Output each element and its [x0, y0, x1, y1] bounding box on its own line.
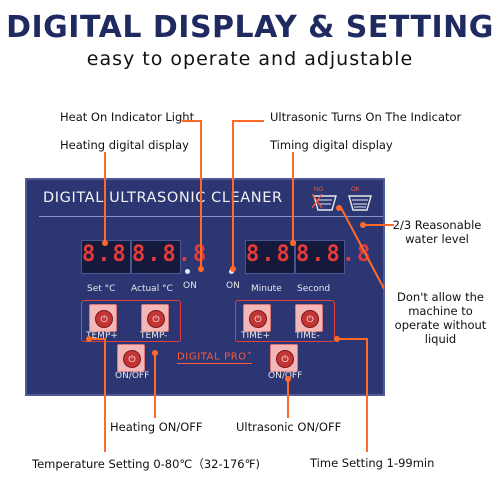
- power-icon: ⏻: [152, 314, 160, 324]
- callout-heating-display: Heating digital display: [60, 138, 189, 152]
- panel-divider: [39, 216, 383, 217]
- callout-heat-on: Heat On Indicator Light: [60, 110, 195, 124]
- minute-display: 8.8.8: [245, 240, 323, 274]
- brand-label: DIGITAL PRO+: [177, 350, 253, 365]
- actual-temp-display: 8.8.8: [131, 240, 209, 274]
- callout-heating-onoff: Heating ON/OFF: [110, 420, 203, 434]
- power-icon: ⏻: [128, 354, 136, 364]
- panel-title: DIGITAL ULTRASONIC CLEANER: [43, 190, 283, 206]
- callout-timing-display: Timing digital display: [270, 138, 393, 152]
- minute-label: Minute: [251, 284, 282, 294]
- callout-time-setting: Time Setting 1-99min: [310, 456, 435, 470]
- time-minus-button[interactable]: ⏻: [295, 304, 323, 332]
- actual-temp-label: Actual °C: [131, 284, 173, 294]
- power-icon: ⏻: [306, 314, 314, 324]
- time-plus-label: TIME+: [241, 331, 271, 341]
- icon-no-label: NO: [314, 187, 323, 193]
- second-display: 8.8.8: [295, 240, 373, 274]
- power-icon: ⏻: [100, 314, 108, 324]
- time-button-group: [235, 300, 335, 342]
- callout-ultrasonic-onoff: Ultrasonic ON/OFF: [236, 420, 342, 434]
- heating-onoff-label: ON/OFF: [115, 371, 150, 381]
- ultrasonic-onoff-button[interactable]: ⏻: [270, 344, 298, 372]
- set-temp-display: 8.8.8: [81, 240, 156, 274]
- time-plus-button[interactable]: ⏻: [243, 304, 271, 332]
- control-panel: DIGITAL ULTRASONIC CLEANER NO OK 8.8.8 8…: [25, 178, 385, 396]
- water-level-ok-icon: OK: [345, 187, 375, 216]
- set-temp-label: Set °C: [87, 284, 116, 294]
- second-label: Second: [297, 284, 331, 294]
- callout-temp-setting: Temperature Setting 0-80℃（32-176℉): [32, 457, 261, 471]
- second-digits: 8.8.8: [296, 242, 373, 267]
- time-minus-label: TIME-: [295, 331, 320, 341]
- temp-plus-label: TEMP+: [86, 331, 118, 341]
- minute-digits: 8.8.8: [246, 242, 323, 267]
- ultrasonic-on-label: ON: [226, 281, 240, 291]
- power-icon: ⏻: [281, 354, 289, 364]
- heat-indicator-light: [185, 269, 190, 274]
- temp-minus-button[interactable]: ⏻: [141, 304, 169, 332]
- no-liquid-icon: NO: [310, 187, 340, 216]
- brand-sup: +: [246, 350, 253, 357]
- actual-temp-digits: 8.8.8: [132, 242, 209, 267]
- temp-button-group: [81, 300, 181, 342]
- headline: DIGITAL DISPLAY & SETTING: [6, 10, 494, 45]
- callout-no-liquid: Don't allow the machine to operate witho…: [394, 290, 487, 346]
- temp-plus-button[interactable]: ⏻: [89, 304, 117, 332]
- callout-water-level: 2/3 Reasonable water level: [392, 218, 482, 246]
- heating-onoff-button[interactable]: ⏻: [117, 344, 145, 372]
- brand-text: DIGITAL PRO: [177, 351, 247, 363]
- power-icon: ⏻: [254, 314, 262, 324]
- icon-ok-label: OK: [351, 187, 360, 193]
- temp-minus-label: TEMP-: [140, 331, 168, 341]
- callout-ultrasonic-on: Ultrasonic Turns On The Indicator: [270, 110, 462, 124]
- heat-on-label: ON: [183, 281, 197, 291]
- subheadline: easy to operate and adjustable: [86, 48, 414, 70]
